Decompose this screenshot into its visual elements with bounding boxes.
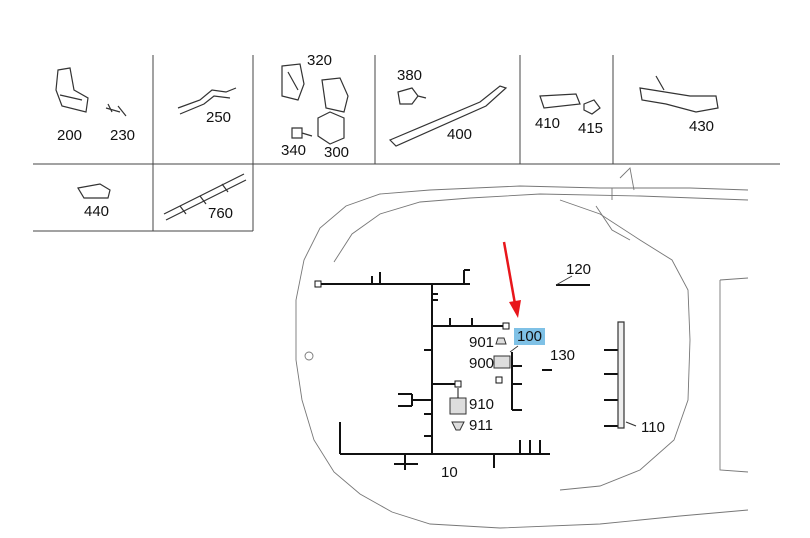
part-label-430[interactable]: 430 bbox=[689, 118, 715, 135]
relay-910-icon bbox=[449, 397, 467, 415]
part-430-bracket-icon bbox=[639, 75, 719, 113]
part-340-screw-icon bbox=[291, 127, 313, 139]
part-380-nut-icon bbox=[397, 87, 427, 105]
part-400-tie-icon bbox=[388, 85, 508, 147]
diagram-label-110[interactable]: 110 bbox=[641, 419, 665, 436]
part-label-300[interactable]: 300 bbox=[324, 144, 350, 161]
diagram-label-910[interactable]: 910 bbox=[469, 396, 495, 413]
diagram-label-10[interactable]: 10 bbox=[441, 464, 458, 481]
part-760-harness-icon bbox=[163, 173, 247, 221]
parts-table-grid bbox=[33, 55, 780, 232]
diagram-label-911[interactable]: 911 bbox=[469, 417, 493, 434]
part-label-340[interactable]: 340 bbox=[281, 142, 307, 159]
part-label-440[interactable]: 440 bbox=[84, 203, 110, 220]
part-200-bracket-icon bbox=[55, 67, 89, 113]
wiring-harness-10 bbox=[320, 269, 620, 470]
diagram-label-130[interactable]: 130 bbox=[550, 347, 576, 364]
relay-901-icon bbox=[495, 337, 507, 345]
part-415-nut-icon bbox=[583, 99, 601, 115]
part-label-415[interactable]: 415 bbox=[578, 120, 604, 137]
part-250-bracket-icon bbox=[177, 87, 237, 115]
connectors bbox=[314, 280, 510, 388]
part-label-250[interactable]: 250 bbox=[206, 109, 232, 126]
part-230-bolt-icon bbox=[105, 103, 127, 117]
part-410-bracket-icon bbox=[539, 93, 581, 109]
relay-911-icon bbox=[451, 421, 465, 431]
part-320-clip-icon bbox=[281, 63, 349, 113]
leader-lines bbox=[509, 275, 573, 353]
part-label-760[interactable]: 760 bbox=[208, 205, 234, 222]
indicator-arrow bbox=[502, 241, 521, 318]
relay-components bbox=[449, 337, 511, 431]
diagram-label-900[interactable]: 900 bbox=[469, 355, 495, 372]
diagram-label-120[interactable]: 120 bbox=[566, 261, 592, 278]
part-label-380[interactable]: 380 bbox=[397, 67, 423, 84]
diagram-label-901[interactable]: 901 bbox=[469, 334, 495, 351]
relay-900-icon bbox=[493, 355, 511, 369]
car-outline bbox=[295, 167, 749, 529]
diagram-label-100-highlighted[interactable]: 100 bbox=[514, 328, 546, 345]
part-label-410[interactable]: 410 bbox=[535, 115, 561, 132]
part-label-230[interactable]: 230 bbox=[110, 127, 136, 144]
part-label-200[interactable]: 200 bbox=[57, 127, 83, 144]
part-label-400[interactable]: 400 bbox=[447, 126, 473, 143]
part-icons bbox=[55, 63, 719, 221]
part-label-320[interactable]: 320 bbox=[307, 52, 333, 69]
part-440-bracket-icon bbox=[77, 183, 111, 199]
part-300-clip-icon bbox=[317, 111, 345, 145]
harness-110 bbox=[617, 321, 637, 429]
